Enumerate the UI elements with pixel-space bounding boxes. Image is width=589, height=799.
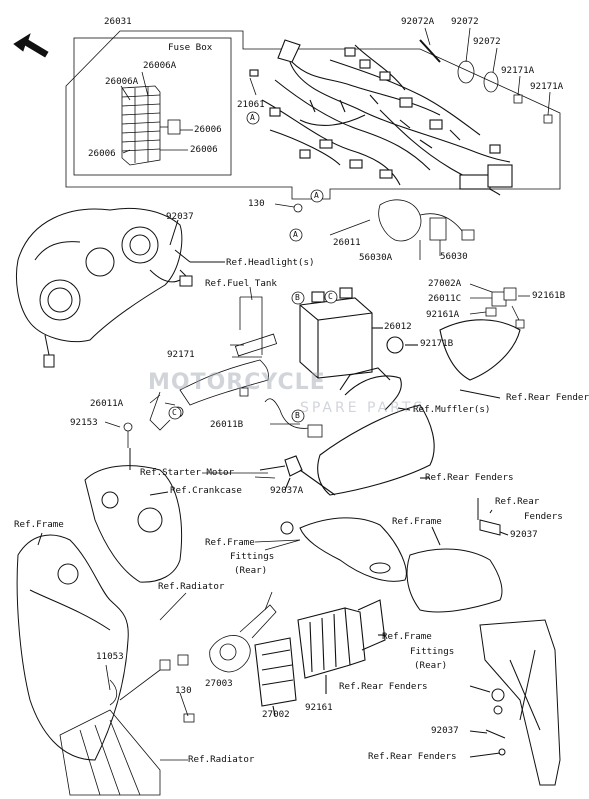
ecu-drawing [254, 599, 386, 717]
label-92171: 92171 [167, 349, 195, 360]
label-ref-rear-fenders-4[interactable]: Ref.Rear Fenders [339, 681, 428, 692]
label-ref-rear-fenders-3b[interactable]: Fenders [524, 511, 563, 522]
label-21061: 21061 [237, 99, 265, 110]
label-130-2: 130 [175, 685, 192, 696]
label-ref-radiator-2[interactable]: Ref.Radiator [188, 754, 255, 765]
label-92171A-2: 92171A [530, 81, 564, 92]
callout-a-2: A [314, 191, 319, 200]
fuel-harness-drawing [123, 286, 323, 448]
label-26011C: 26011C [428, 293, 462, 304]
fuse-box-frame [73, 37, 232, 176]
fuse-box-drawing [121, 85, 181, 166]
battery-drawing [299, 287, 383, 379]
label-56030A: 56030A [359, 252, 393, 263]
label-ref-crankcase[interactable]: Ref.Crankcase [170, 485, 242, 496]
label-ref-rear-fenders-1[interactable]: Ref.Rear Fenders [506, 392, 589, 403]
label-26006-2: 26006 [88, 148, 116, 159]
callout-c-1: C [328, 292, 333, 301]
label-92171B: 92171B [420, 338, 454, 349]
crankcase-drawing [84, 448, 183, 583]
harness-outline [65, 30, 561, 200]
label-ref-frame-1[interactable]: Ref.Frame [14, 519, 64, 530]
label-130-1: 130 [248, 198, 265, 209]
label-ref-frame-fittings-2a[interactable]: Ref.Frame [382, 631, 432, 642]
label-ref-starter-motor[interactable]: Ref.Starter Motor [140, 467, 235, 478]
callout-b-1: B [295, 293, 300, 302]
label-ref-frame-fittings-2c[interactable]: (Rear) [414, 660, 448, 671]
label-92072A: 92072A [401, 16, 435, 27]
label-26011B: 26011B [210, 419, 244, 430]
label-26006A-1: 26006A [143, 60, 177, 71]
label-27002: 27002 [262, 709, 290, 720]
label-26011: 26011 [333, 237, 361, 248]
label-fuse-box: Fuse Box [168, 42, 213, 53]
radiator-drawing [59, 591, 277, 796]
label-ref-frame-2[interactable]: Ref.Frame [392, 516, 442, 527]
label-26006-1: 26006 [194, 124, 222, 135]
label-ref-rear-fenders-2[interactable]: Ref.Rear Fenders [425, 472, 514, 483]
label-ref-rear-fenders-3a[interactable]: Ref.Rear [495, 496, 540, 507]
label-92161B: 92161B [532, 290, 566, 301]
label-26011A: 26011A [90, 398, 124, 409]
watermark-sub: SPARE PARTS [300, 400, 426, 416]
label-27002A: 27002A [428, 278, 462, 289]
main-harness-drawing [249, 39, 513, 196]
label-ref-rear-fenders-5[interactable]: Ref.Rear Fenders [368, 751, 457, 762]
label-92037-1: 92037 [166, 211, 194, 222]
label-92072-1: 92072 [451, 16, 479, 27]
frame-drawing [16, 532, 129, 761]
headlight-drawing [15, 207, 225, 368]
label-11053: 11053 [96, 651, 124, 662]
label-ref-frame-fittings-1c[interactable]: (Rear) [234, 565, 268, 576]
callout-c-2: C [172, 408, 177, 417]
label-92037-3: 92037 [431, 725, 459, 736]
label-27003: 27003 [205, 678, 233, 689]
watermark-main: MOTORCYCLE [148, 370, 326, 395]
label-ref-headlight[interactable]: Ref.Headlight(s) [226, 257, 315, 268]
label-26031: 26031 [104, 16, 132, 27]
callout-b-2: B [295, 411, 300, 420]
rear-frame-drawing [280, 498, 561, 786]
label-ref-muffler[interactable]: Ref.Muffler(s) [413, 404, 491, 415]
label-92037A: 92037A [270, 485, 304, 496]
label-92171A-1: 92171A [501, 65, 535, 76]
relay-drawing [469, 283, 530, 329]
label-92037-2: 92037 [510, 529, 538, 540]
label-26012: 26012 [384, 321, 412, 332]
label-26006A-2: 26006A [105, 76, 139, 87]
label-92072-2: 92072 [473, 36, 501, 47]
label-26006-3: 26006 [190, 144, 218, 155]
label-92153: 92153 [70, 417, 98, 428]
label-56030: 56030 [440, 251, 468, 262]
front-direction-arrow [13, 33, 49, 58]
label-ref-radiator-1[interactable]: Ref.Radiator [158, 581, 225, 592]
callout-a-3: A [293, 230, 298, 239]
label-92161A: 92161A [426, 309, 460, 320]
callout-a-1: A [250, 113, 255, 122]
sub-harness-drawing [329, 199, 475, 260]
rear-tray-drawing [259, 319, 521, 496]
label-ref-fuel-tank[interactable]: Ref.Fuel Tank [205, 278, 277, 289]
label-ref-frame-fittings-2b[interactable]: Fittings [410, 646, 455, 657]
label-ref-frame-fittings-1b[interactable]: Fittings [230, 551, 275, 562]
label-92161: 92161 [305, 702, 333, 713]
label-ref-frame-fittings-1a[interactable]: Ref.Frame [205, 537, 255, 548]
